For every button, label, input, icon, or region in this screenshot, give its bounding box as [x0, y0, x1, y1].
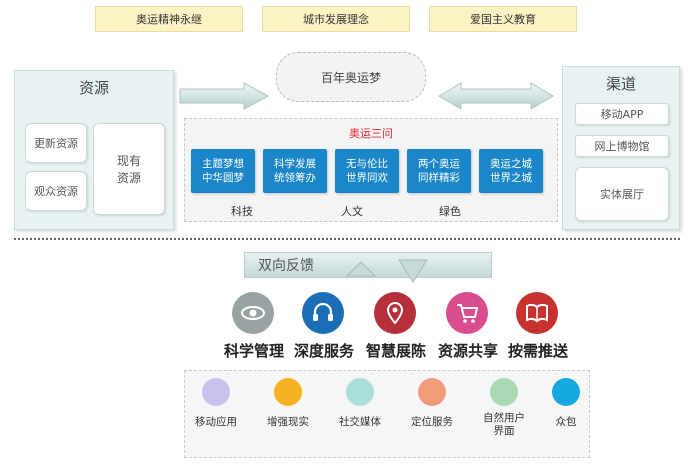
center-box-4: 两个奥运 同样精彩 — [407, 149, 471, 193]
center-panel: 奥运三问 主题梦想 中华圆梦 科学发展 统领筹办 无与伦比 世界同欢 两个奥运 … — [184, 118, 558, 222]
tech-circle-mobile-app — [202, 378, 230, 406]
tech-circle-location — [418, 378, 446, 406]
tech-circle-crowdsourcing — [552, 378, 580, 406]
resource-existing-box: 现有 资源 — [93, 123, 165, 215]
tech-circle-ar — [274, 378, 302, 406]
category-humanity: 人文 — [341, 205, 363, 218]
dream-box: 百年奥运梦 — [276, 52, 426, 102]
tech-label-social-media: 社交媒体 — [339, 416, 381, 428]
resources-title: 资源 — [78, 79, 109, 97]
tech-label-ar: 增强现实 — [267, 416, 309, 428]
top-label-olympic-spirit: 奥运精神永继 — [95, 6, 243, 32]
channel-mobile-app: 移动APP — [575, 103, 669, 125]
service-label-on-demand-push: 按需推送 — [507, 342, 568, 360]
headphones-icon — [302, 292, 344, 334]
shopping-cart-icon — [446, 292, 488, 334]
resources-panel: 资源 更新资源 观众资源 现有 资源 — [14, 70, 174, 230]
tech-label-crowdsourcing: 众包 — [555, 416, 577, 428]
center-title: 奥运三问 — [349, 127, 393, 140]
channels-panel: 渠道 移动APP 网上博物馆 实体展厅 — [562, 66, 680, 230]
tech-circle-nui — [490, 378, 518, 406]
top-label-city-development: 城市发展理念 — [262, 6, 410, 32]
top-label-patriotic-education: 爱国主义教育 — [429, 6, 577, 32]
double-arrow-icon — [438, 82, 554, 110]
center-box-2: 科学发展 统领筹办 — [263, 149, 327, 193]
service-label-deep-service: 深度服务 — [293, 342, 354, 360]
tech-circle-social-media — [346, 378, 374, 406]
category-tech: 科技 — [231, 205, 253, 218]
technologies-panel — [184, 370, 590, 458]
feedback-label: 双向反馈 — [258, 258, 314, 274]
resource-audience-box: 观众资源 — [25, 171, 87, 211]
channels-title: 渠道 — [605, 75, 636, 93]
channel-online-museum: 网上博物馆 — [575, 135, 669, 157]
center-box-1: 主题梦想 中华圆梦 — [191, 149, 255, 193]
right-arrow-icon — [179, 82, 270, 110]
eye-icon — [232, 292, 274, 334]
center-box-5: 奥运之城 世界之城 — [479, 149, 543, 193]
service-label-smart-display: 智慧展陈 — [365, 342, 426, 360]
book-icon — [516, 292, 558, 334]
tech-label-location: 定位服务 — [411, 416, 453, 428]
location-pin-icon — [374, 292, 416, 334]
feedback-arrows-icon — [345, 259, 428, 283]
tech-label-mobile-app: 移动应用 — [195, 416, 237, 428]
dashed-separator — [14, 238, 680, 240]
channel-physical-hall: 实体展厅 — [575, 167, 669, 221]
resource-update-box: 更新资源 — [25, 123, 87, 163]
tech-label-nui: 自然用户 界面 — [483, 412, 525, 437]
service-label-management: 科学管理 — [223, 342, 284, 360]
category-green: 绿色 — [439, 205, 461, 218]
center-box-3: 无与伦比 世界同欢 — [335, 149, 399, 193]
service-label-resource-sharing: 资源共享 — [437, 342, 498, 360]
